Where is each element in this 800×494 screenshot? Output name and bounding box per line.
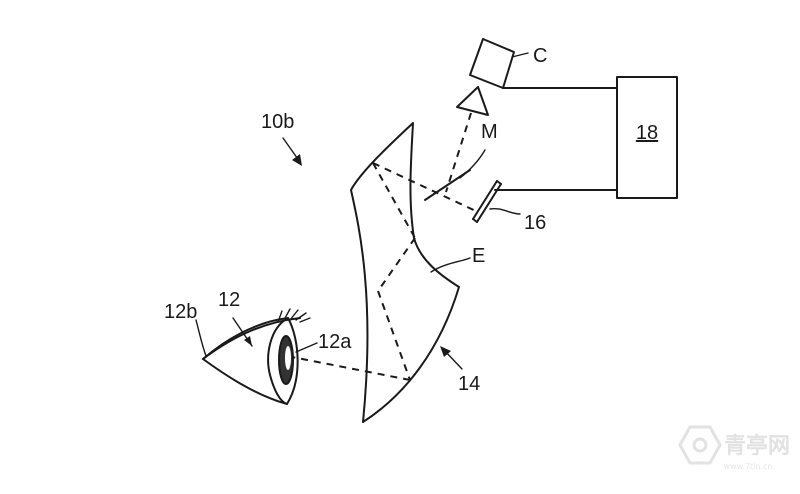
mirror: M [424, 121, 498, 201]
watermark-text: 青亭网 [724, 433, 790, 459]
controller-wires [494, 87, 618, 191]
camera: C [469, 38, 547, 89]
controller-label: 18 [636, 122, 658, 144]
beam-to-element-16 [372, 162, 479, 213]
camera-lens [456, 86, 489, 116]
eye: 12 12b 12a [164, 289, 352, 405]
optic-indicator: 14 [440, 346, 480, 395]
camera-label: C [533, 45, 547, 67]
eyelashes [277, 308, 311, 323]
system-label: 10b [261, 111, 294, 133]
eye-label: 12 [218, 289, 240, 311]
element-16-label: 16 [524, 212, 546, 234]
controller-box: 18 [616, 76, 678, 199]
mirror-label: M [481, 121, 498, 143]
beam-lens-to-mirror [445, 112, 472, 193]
internal-beams [291, 162, 416, 381]
surface-label: E [472, 245, 485, 267]
system-indicator: 10b [261, 111, 302, 166]
optic-label: 14 [458, 373, 480, 395]
watermark-url: www.7tin.cn [724, 462, 773, 471]
eye-outer-label: 12b [164, 301, 197, 323]
element-16: 16 [472, 180, 546, 234]
pupil-label: 12a [318, 331, 352, 353]
watermark: 青亭网 www.7tin.cn [678, 425, 790, 471]
